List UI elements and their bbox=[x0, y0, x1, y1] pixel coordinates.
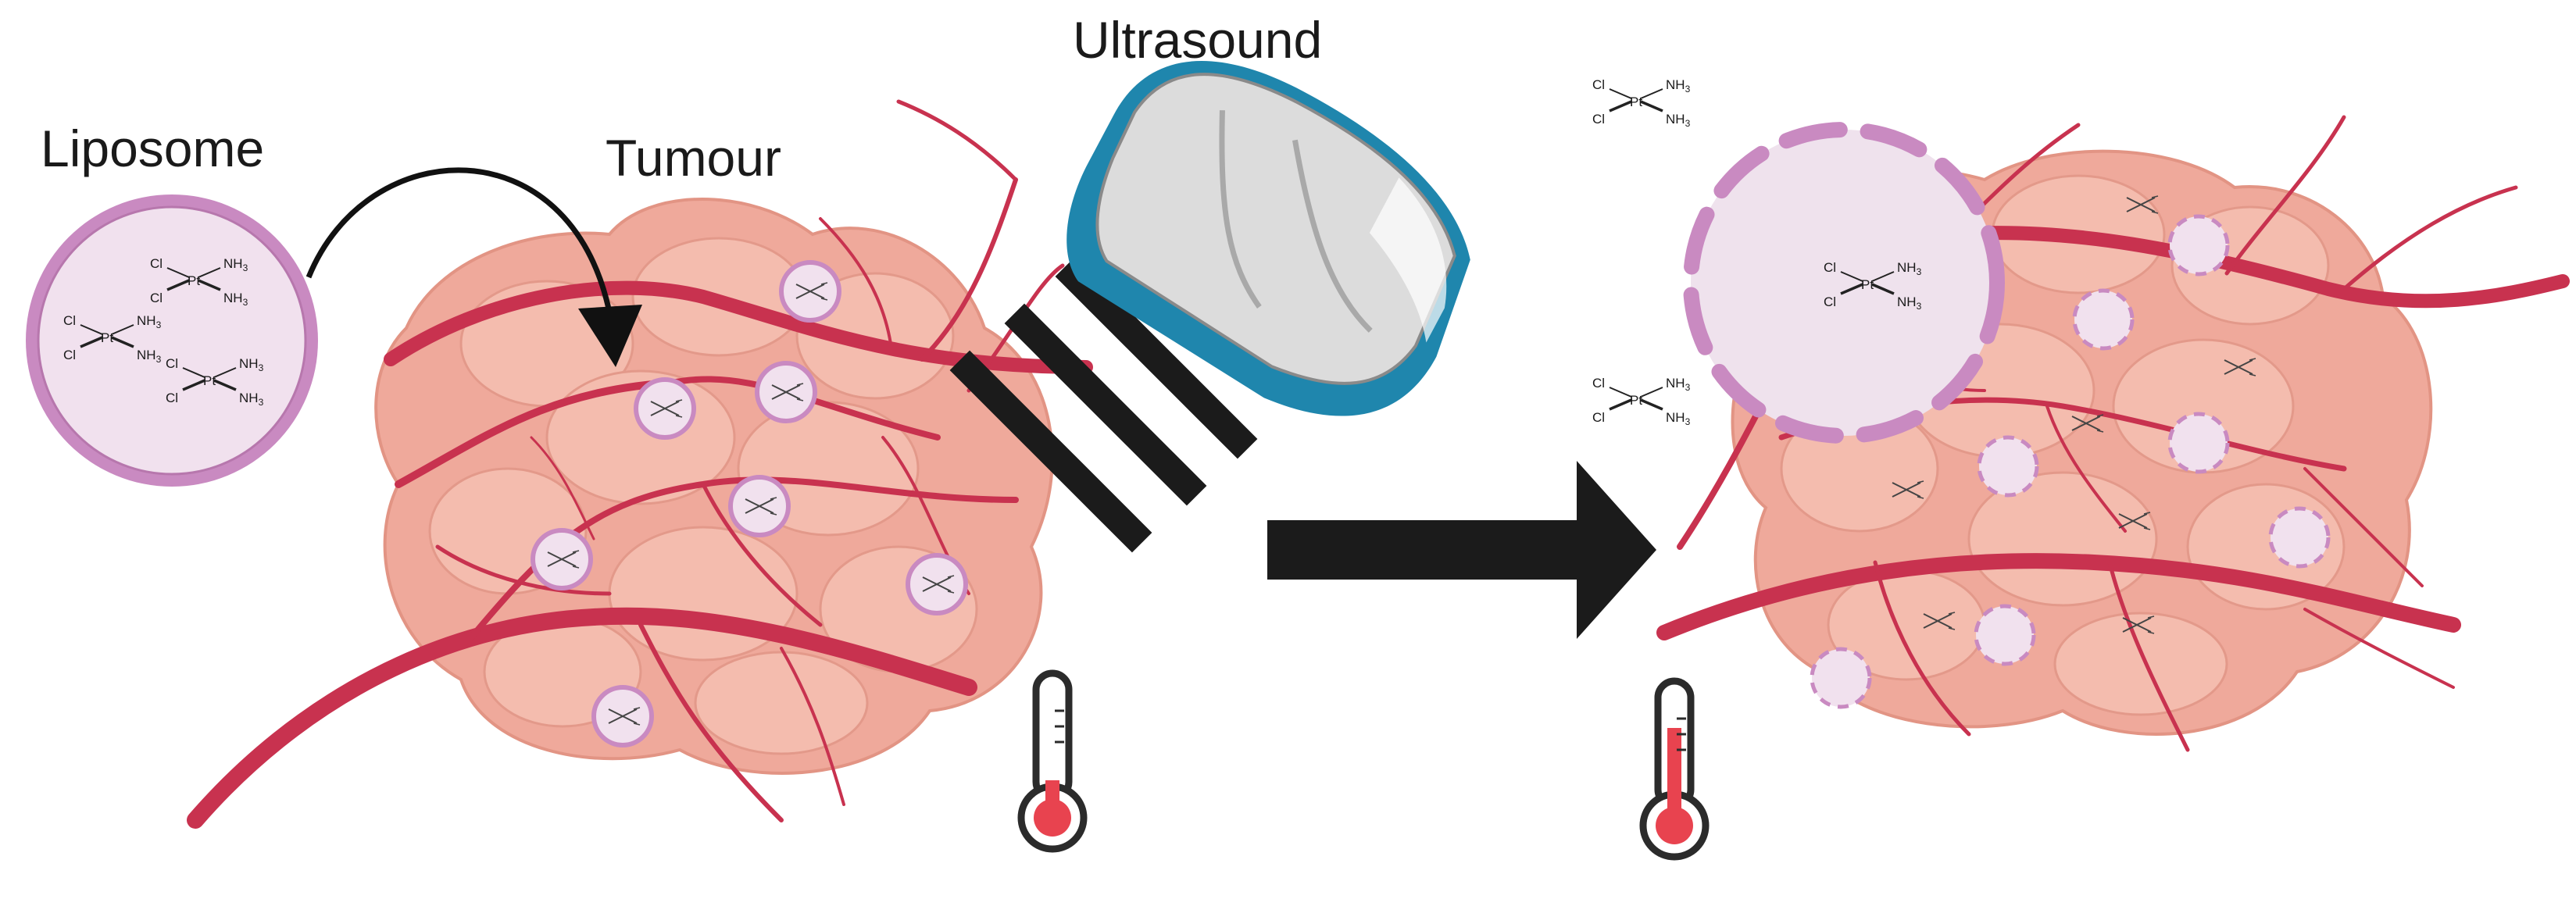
liposome-small bbox=[781, 262, 839, 320]
thermometer-icon bbox=[1017, 669, 1088, 853]
blood-vessels-left bbox=[187, 99, 1093, 829]
liposome-large: Cl Cl Pt NH3 NH3 Cl Cl Pt NH3 NH3 Cl Cl … bbox=[26, 194, 318, 487]
chem-label: Cl bbox=[1592, 77, 1605, 92]
chem-label: Cl bbox=[63, 313, 76, 328]
liposome-open bbox=[1812, 649, 1870, 707]
chem-label: NH3 bbox=[1666, 376, 1691, 393]
liposome-disrupted: Cl Cl Pt NH3 NH3 bbox=[1683, 122, 2005, 444]
chem-label: Pt bbox=[188, 273, 200, 288]
thermometer-level bbox=[1667, 728, 1681, 820]
chem-label: Cl bbox=[1592, 410, 1605, 425]
liposome-open bbox=[1976, 606, 2034, 664]
chem-label: Cl bbox=[1824, 260, 1836, 275]
liposome-open bbox=[2170, 216, 2228, 274]
liposome-open bbox=[2170, 414, 2228, 472]
chem-label: Cl bbox=[1824, 294, 1836, 309]
chem-label: Cl bbox=[150, 256, 163, 271]
liposome-label: Liposome bbox=[41, 120, 264, 177]
liposome-open bbox=[2271, 508, 2328, 566]
chem-label: NH3 bbox=[223, 256, 248, 273]
liposome-small bbox=[757, 363, 815, 421]
chem-label: Cl bbox=[166, 356, 178, 371]
chem-label: NH3 bbox=[1897, 260, 1922, 277]
liposome-small bbox=[636, 380, 694, 437]
chem-label: Cl bbox=[1592, 112, 1605, 127]
curved-arrow-icon bbox=[305, 167, 642, 367]
chem-label: Cl bbox=[166, 391, 178, 405]
chem-label: NH3 bbox=[1666, 112, 1691, 129]
cisplatin-molecule: Cl Cl Pt NH3 NH3 bbox=[1592, 376, 1691, 427]
chem-label: NH3 bbox=[239, 356, 264, 373]
chem-label: NH3 bbox=[137, 313, 162, 330]
chem-label: NH3 bbox=[137, 348, 162, 365]
chem-label: Cl bbox=[1592, 376, 1605, 391]
arrow-right-icon bbox=[1267, 461, 1656, 639]
cisplatin-molecule: Cl Cl Pt NH3 NH3 bbox=[1824, 260, 1922, 312]
chem-label: NH3 bbox=[1666, 410, 1691, 427]
chem-label: Pt bbox=[101, 330, 113, 345]
liposome-small bbox=[533, 530, 591, 588]
ultrasound-probe-icon bbox=[1066, 61, 1470, 416]
chem-label: NH3 bbox=[223, 291, 248, 308]
cisplatin-molecule: Cl Cl Pt NH3 NH3 bbox=[63, 313, 162, 365]
liposome-small bbox=[908, 555, 966, 613]
chem-label: Pt bbox=[1630, 393, 1642, 408]
thermometer-level bbox=[1045, 780, 1059, 812]
chem-label: NH3 bbox=[1666, 77, 1691, 95]
liposome-small bbox=[594, 687, 652, 745]
liposome-open bbox=[2074, 291, 2132, 348]
chem-label: Cl bbox=[63, 348, 76, 362]
chem-label: NH3 bbox=[239, 391, 264, 408]
chem-label: Pt bbox=[1630, 95, 1642, 109]
ultrasound-label: Ultrasound bbox=[1073, 11, 1322, 69]
tumour-label: Tumour bbox=[606, 129, 781, 187]
chem-label: NH3 bbox=[1897, 294, 1922, 312]
cisplatin-molecule: Cl Cl Pt NH3 NH3 bbox=[166, 356, 264, 408]
ultrasound-waves bbox=[949, 256, 1258, 553]
chem-label: Cl bbox=[150, 291, 163, 305]
chem-label: Pt bbox=[203, 373, 216, 388]
liposome-open bbox=[1979, 437, 2037, 495]
cisplatin-molecule: Cl Cl Pt NH3 NH3 bbox=[150, 256, 248, 308]
chem-label: Pt bbox=[1861, 277, 1874, 292]
cisplatin-molecule: Cl Cl Pt NH3 NH3 bbox=[1592, 77, 1691, 129]
thermometer-icon bbox=[1639, 677, 1710, 861]
liposome-small bbox=[731, 477, 788, 535]
